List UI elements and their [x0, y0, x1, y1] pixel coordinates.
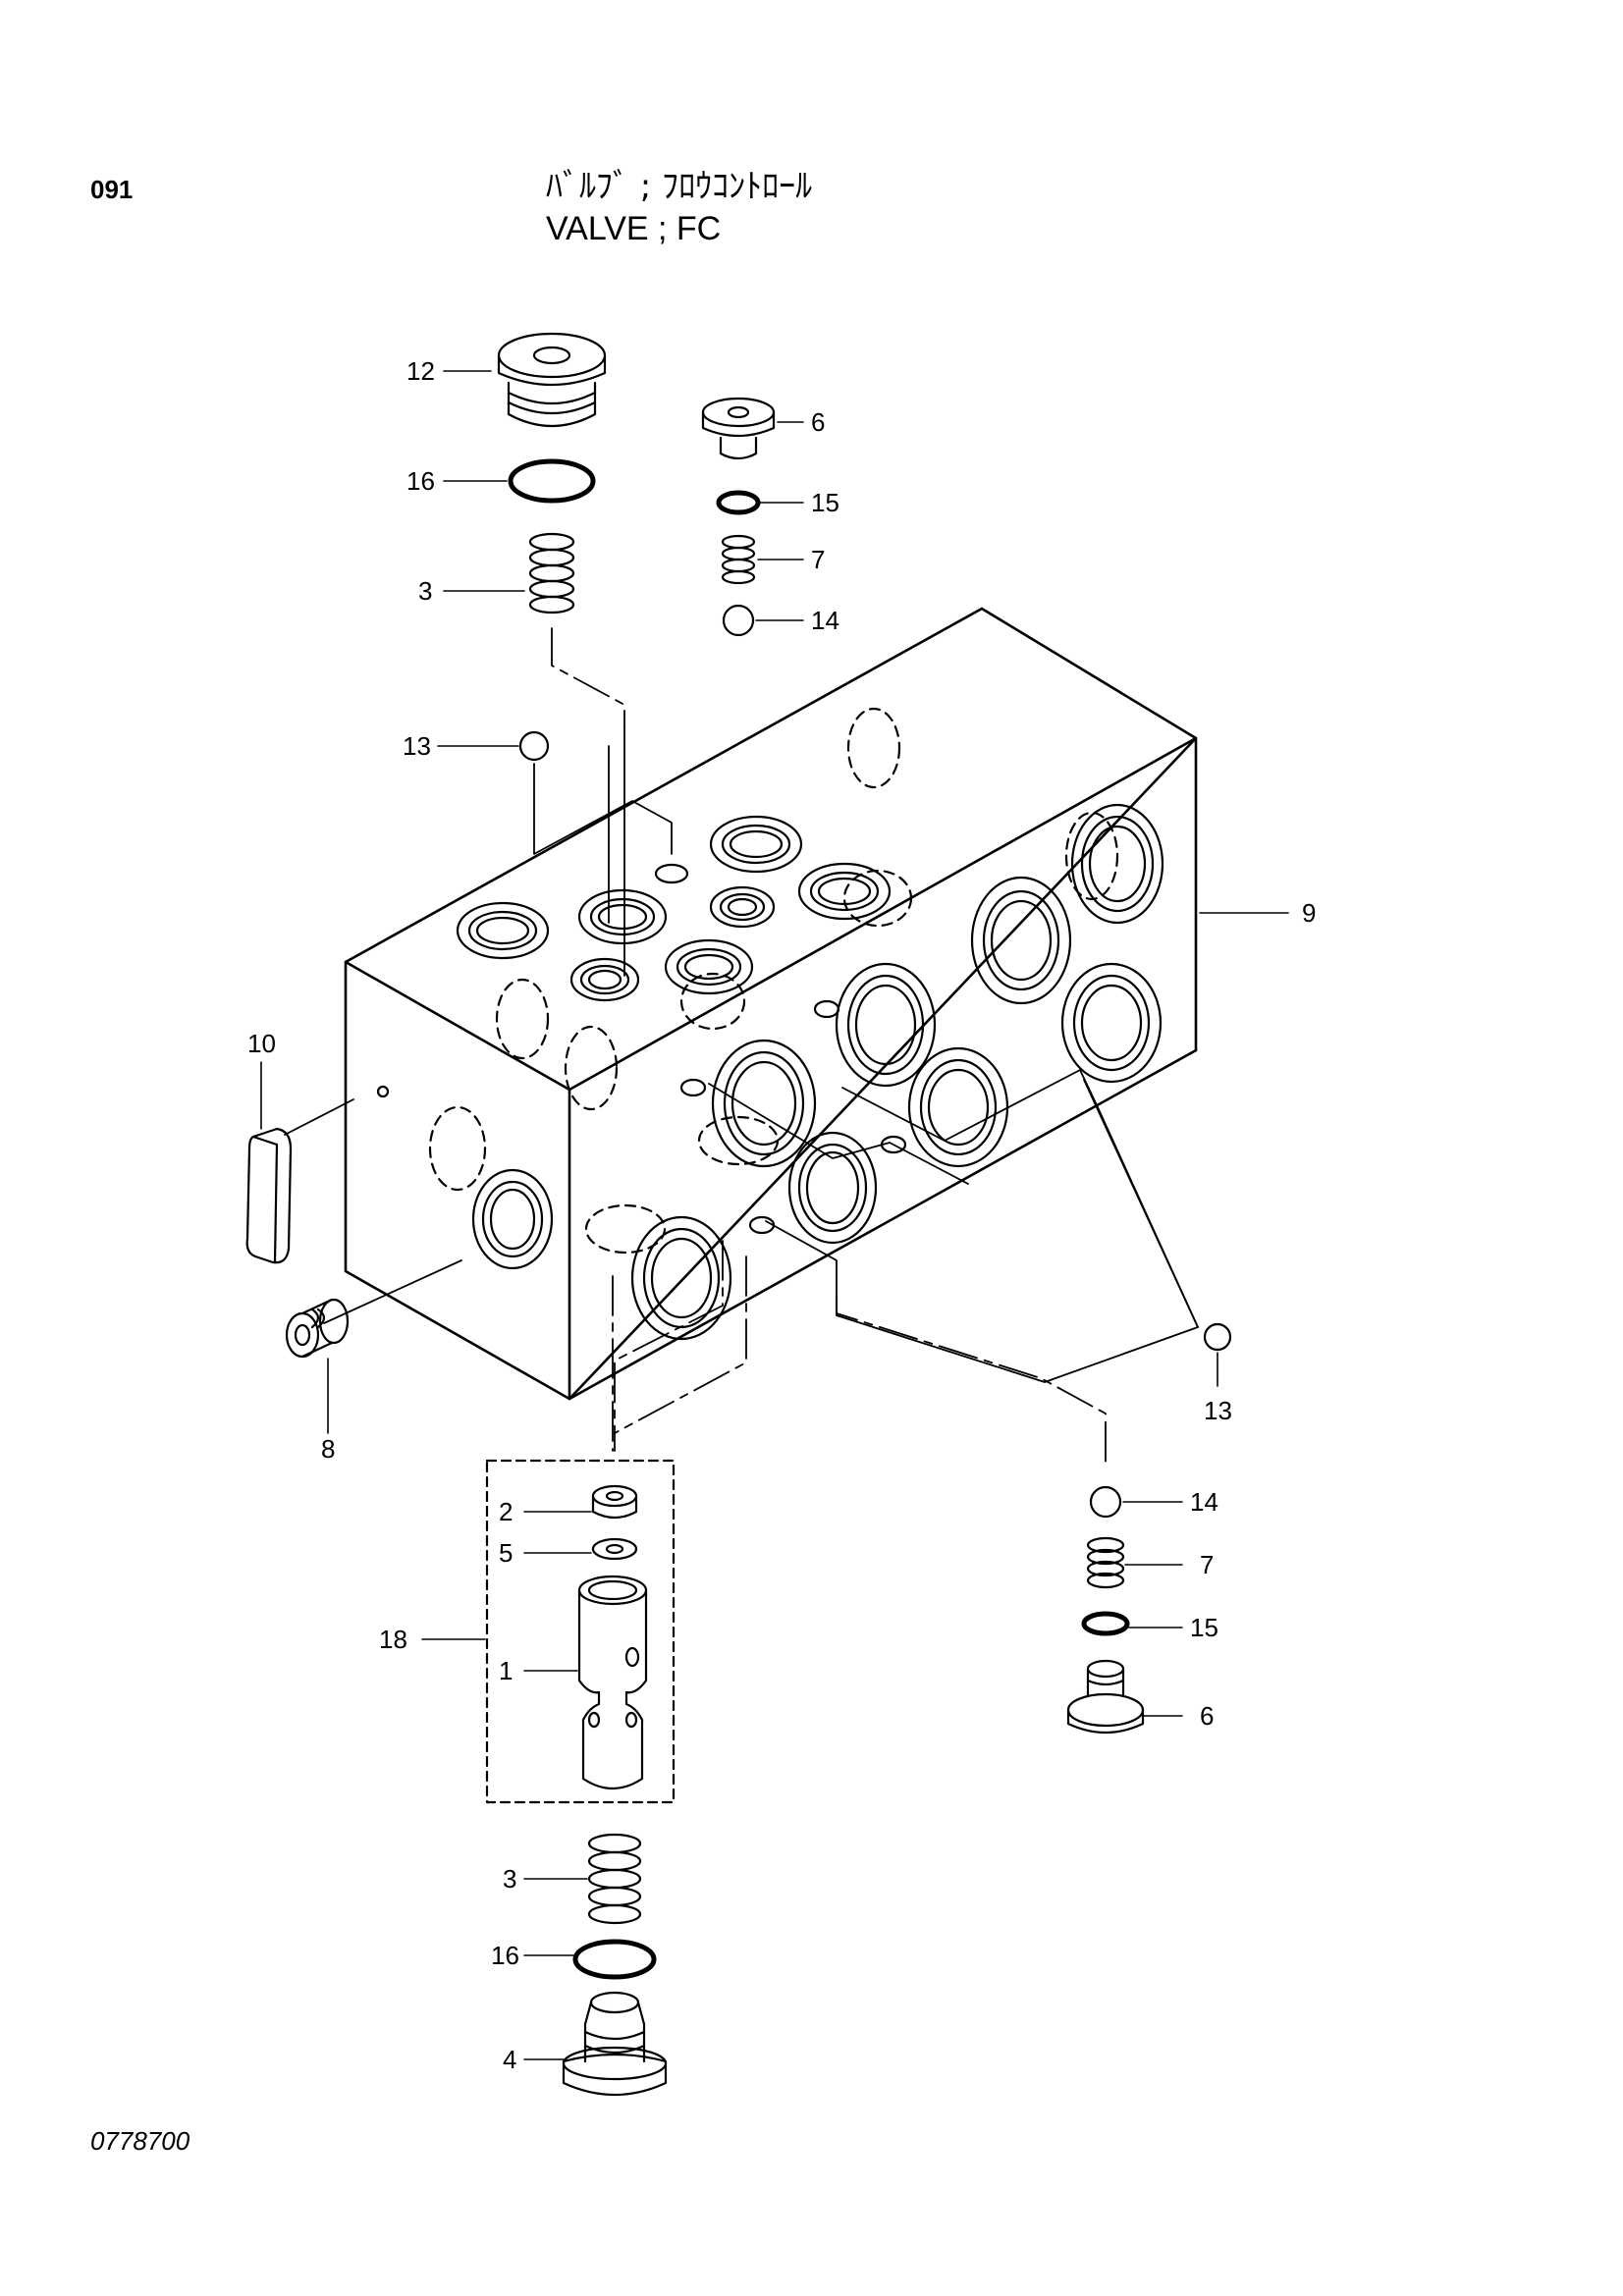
drawing-reference-number: 0778700: [90, 2126, 190, 2156]
callout-16-bottom: 16: [491, 1941, 519, 1970]
callout-18: 18: [379, 1625, 407, 1654]
part-3-spring-bottom: [587, 1833, 642, 1925]
callout-8: 8: [321, 1434, 335, 1464]
callout-7-bottom: 7: [1200, 1550, 1214, 1579]
part-13-ball-right: [1203, 1322, 1232, 1352]
part-8-plug: [285, 1298, 350, 1359]
assembly-lines: [284, 627, 1199, 1466]
callout-5: 5: [499, 1538, 513, 1568]
leader-lines: [260, 370, 1289, 2060]
part-16-o-ring-bottom: [572, 1939, 657, 1980]
callout-7-top: 7: [811, 545, 825, 574]
callout-16-top: 16: [406, 466, 435, 496]
callout-4: 4: [503, 2045, 516, 2074]
part-12-plug: [497, 332, 607, 428]
part-15-o-ring-bottom: [1081, 1611, 1130, 1636]
callout-12: 12: [406, 356, 435, 386]
part-6-plug-bottom: [1066, 1659, 1145, 1735]
title-english: VALVE ; FC: [546, 210, 722, 247]
part-4-plug: [562, 1991, 668, 2097]
callout-1: 1: [499, 1656, 513, 1685]
front-face-ports: [564, 803, 1164, 1341]
callout-6-bottom: 6: [1200, 1701, 1214, 1731]
left-face-ports: [376, 1085, 554, 1270]
part-18-assembly-box: [485, 1459, 676, 1804]
callout-9: 9: [1302, 898, 1316, 928]
valve-body: [344, 607, 1198, 1401]
part-14-ball-bottom: [1089, 1485, 1122, 1519]
callout-3-bottom: 3: [503, 1864, 516, 1894]
callout-3-top: 3: [418, 576, 432, 606]
callout-13-right: 13: [1204, 1396, 1232, 1425]
callout-13-top: 13: [403, 731, 431, 761]
title-japanese: ﾊﾞﾙﾌﾞ ; ﾌﾛｳｺﾝﾄﾛｰﾙ: [546, 167, 813, 206]
part-3-spring-top: [528, 532, 575, 614]
part-2-orifice: [591, 1484, 638, 1520]
part-10-name-plate: [245, 1127, 293, 1264]
callout-15-bottom: 15: [1190, 1613, 1218, 1642]
part-13-ball-top: [518, 730, 550, 762]
part-14-ball-top: [722, 604, 755, 637]
part-15-o-ring-top: [716, 490, 761, 515]
callout-2: 2: [499, 1497, 513, 1526]
callout-10: 10: [247, 1029, 276, 1058]
top-face-ports: [456, 707, 913, 1060]
part-7-spring-bottom: [1086, 1536, 1125, 1589]
part-7-spring-top: [721, 534, 756, 585]
callout-15-top: 15: [811, 488, 839, 517]
part-6-plug-top: [701, 397, 776, 460]
part-1-sleeve: [577, 1575, 648, 1789]
callout-14-bottom: 14: [1190, 1487, 1218, 1517]
part-5-washer: [591, 1537, 638, 1561]
callout-14-top: 14: [811, 606, 839, 635]
page-number: 091: [90, 175, 134, 204]
callout-6-top: 6: [811, 407, 825, 437]
part-16-o-ring-top: [508, 458, 596, 504]
